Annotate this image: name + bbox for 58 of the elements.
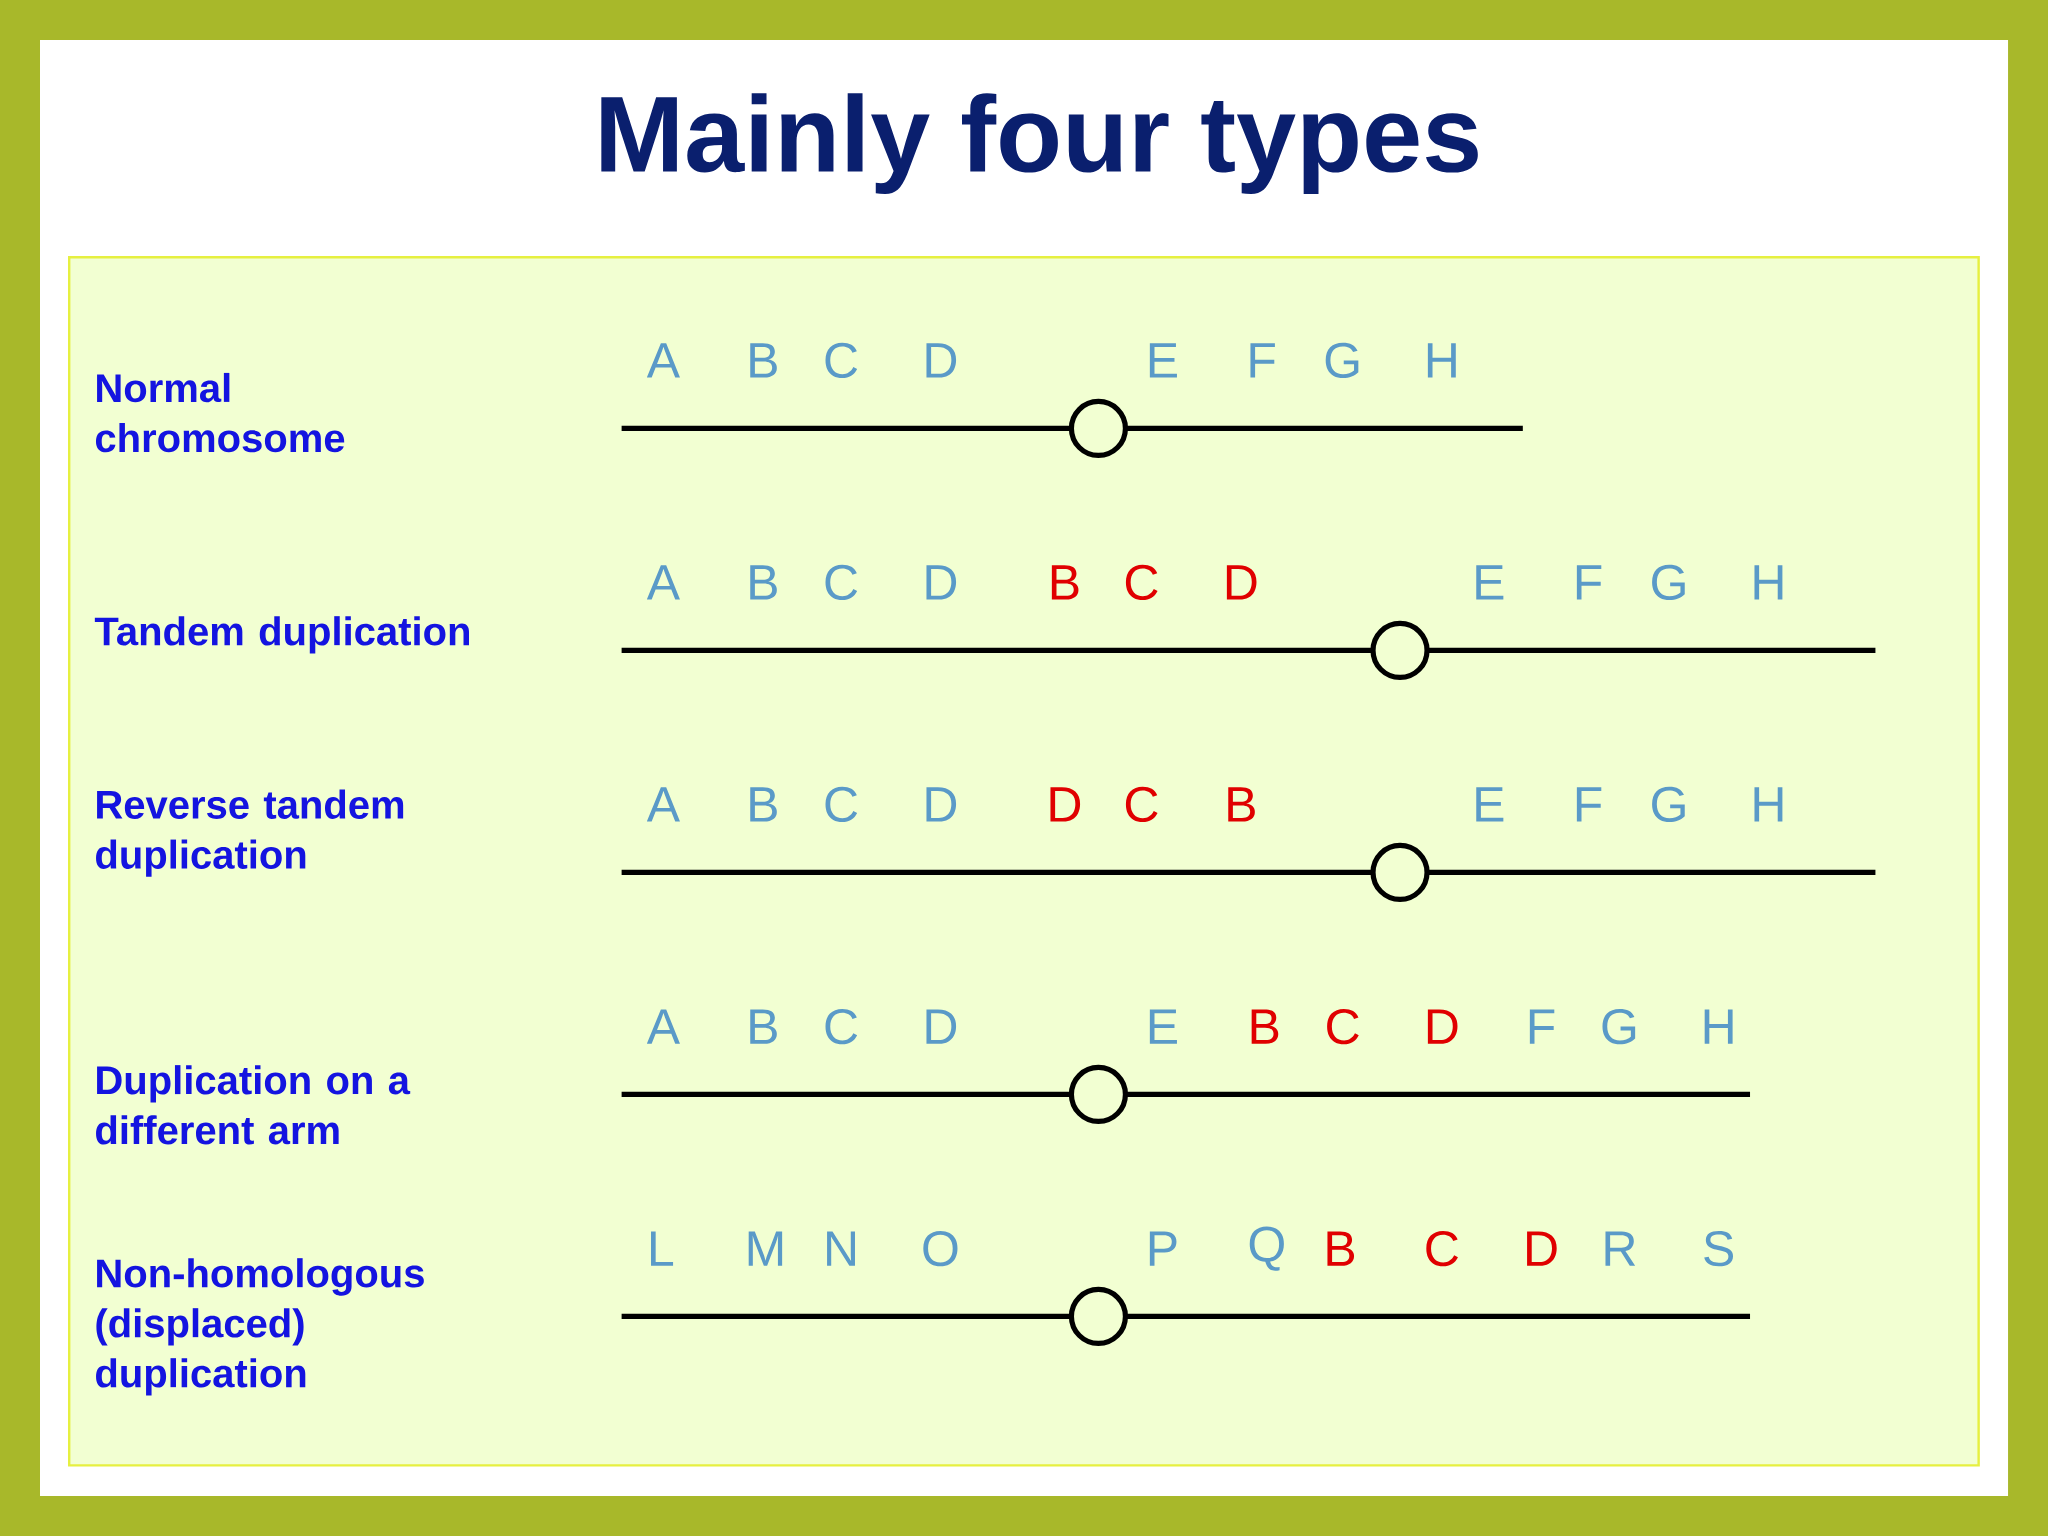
gene-letter: H (1704, 1009, 1733, 1044)
gene-letter: D (1527, 1231, 1557, 1266)
gene-letter: H (1754, 565, 1783, 600)
gene-letter: C (1426, 1230, 1458, 1267)
gene-letter: C (1125, 786, 1158, 823)
gene-letter: B (1228, 787, 1255, 822)
gene-letter: E (1476, 787, 1504, 822)
gene-letter: B (1051, 565, 1079, 600)
gene-letter: C (825, 786, 858, 823)
gene-letter: A (646, 343, 680, 378)
row-label: Non-homologous (displaced) duplication (96, 1258, 424, 1396)
gene-letter: B (750, 1009, 777, 1044)
gene-letter: C (1125, 564, 1158, 601)
gene-letter: G (1325, 342, 1359, 379)
gene-letter: H (1754, 787, 1783, 822)
gene-letter: A (646, 1009, 680, 1044)
gene-letter: D (926, 343, 957, 378)
row-label: Duplication on a different arm (96, 1065, 411, 1145)
gene-letter: C (825, 564, 858, 601)
row-label: Normal chromosome (95, 372, 345, 453)
row-label: Reverse tandem duplication (96, 789, 404, 877)
gene-letter: B (750, 565, 777, 600)
gene-letter: B (1251, 1009, 1279, 1044)
gene-letter: F (1529, 1009, 1555, 1044)
title: Mainly four types (601, 93, 1478, 194)
gene-letter: F (1576, 565, 1602, 600)
gene-letter: L (651, 1231, 674, 1266)
gene-letter: B (1327, 1231, 1355, 1266)
gene-letter: Q (1249, 1226, 1284, 1271)
gene-letter: D (926, 1009, 957, 1044)
gene-letter: H (1427, 343, 1456, 378)
gene-letter: O (923, 1230, 958, 1267)
gene-letter: B (750, 343, 777, 378)
gene-letter: D (1226, 565, 1257, 600)
gene-letter: M (748, 1231, 783, 1266)
gene-letter: C (825, 342, 858, 379)
gene-letter: A (646, 565, 680, 600)
gene-letter: D (926, 565, 957, 600)
row-label: Tandem duplication (94, 616, 469, 654)
gene-letter: D (1050, 787, 1081, 822)
gene-letter: G (1602, 1008, 1636, 1045)
gene-letter: G (1652, 786, 1685, 823)
gene-letter: F (1250, 343, 1275, 378)
gene-letter: G (1652, 564, 1685, 601)
gene-letter: P (1149, 1231, 1177, 1266)
gene-letter: D (1427, 1009, 1458, 1044)
gene-letter: E (1476, 565, 1504, 600)
gene-letter: A (646, 787, 680, 822)
gene-letter: F (1576, 787, 1602, 822)
gene-letter: E (1149, 343, 1177, 378)
gene-letter: N (827, 1231, 855, 1266)
gene-letter: S (1704, 1230, 1733, 1267)
gene-letter: C (1327, 1008, 1359, 1045)
gene-letter: R (1605, 1231, 1636, 1266)
gene-letter: C (825, 1008, 858, 1045)
gene-letter: D (926, 787, 957, 822)
gene-letter: E (1149, 1009, 1177, 1044)
gene-letter: B (750, 787, 777, 822)
